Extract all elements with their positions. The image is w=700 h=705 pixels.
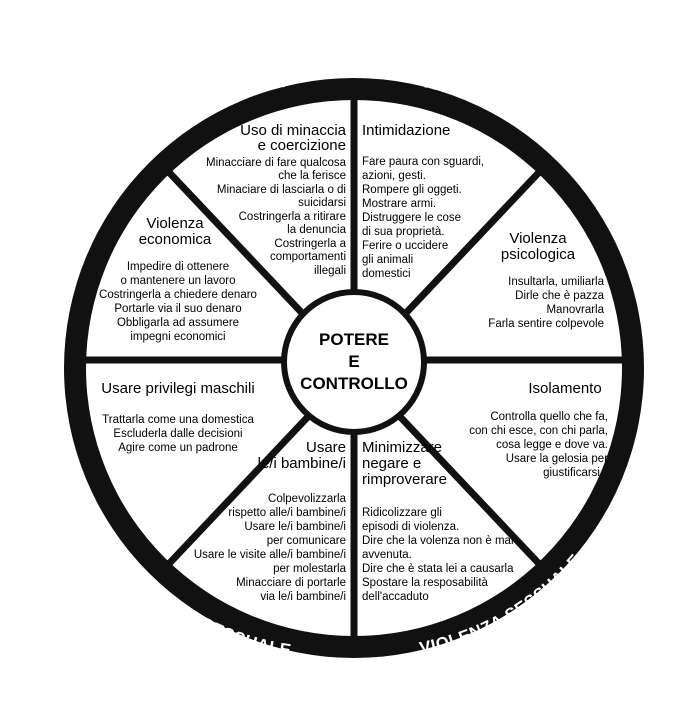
segment-item: Agire come un padrone	[118, 442, 238, 454]
segment-item: per comunicare	[267, 535, 346, 547]
segment-item: Impedire di ottenere	[127, 261, 229, 273]
segment-title-line: economica	[139, 231, 212, 248]
segment-item: illegali	[314, 265, 346, 277]
segment-title-line: negare e	[362, 455, 421, 472]
segment-item: Fare paura con sguardi,	[362, 156, 484, 168]
segment-item: rispetto alle/i bambine/i	[228, 507, 346, 519]
segment-item: Distruggere le cose	[362, 212, 461, 224]
segment-item: comportamenti	[270, 251, 346, 263]
segment-item: suicidarsi	[298, 197, 346, 209]
segment-item: avvenuta.	[362, 549, 412, 561]
segment-item: cosa legge e dove va.	[496, 439, 608, 451]
segment-title-line: Uso di minaccia	[240, 122, 347, 139]
segment-item: Portarle via il suo denaro	[114, 303, 241, 315]
segment-item: Manovrarla	[546, 304, 604, 316]
segment-item: Rompere gli oggeti.	[362, 184, 462, 196]
segment-item: Dirle che è pazza	[515, 290, 604, 302]
segment-title-line: e coercizione	[258, 137, 346, 154]
segment-item: Spostare la resposabilità	[362, 577, 489, 589]
segment-item: Farla sentire colpevole	[488, 318, 604, 330]
segment-item: Costringerla a ritirare	[239, 211, 346, 223]
segment-item: domestici	[362, 268, 411, 280]
center-line-1: POTERE	[319, 330, 389, 349]
hub	[281, 289, 427, 435]
center-line-3: CONTROLLO	[300, 374, 408, 393]
segment-item: azioni, gesti.	[362, 170, 426, 182]
segment-item: o mantenere un lavoro	[120, 275, 235, 287]
segment-title-line: Isolamento	[528, 380, 601, 397]
segment-title-line: psicologica	[501, 246, 576, 263]
segment-item: dell'accaduto	[362, 591, 429, 603]
segment-title-line: le/i bambine/i	[258, 455, 346, 472]
segment-economica: Violenza economica Impedire di ottenere …	[99, 215, 257, 343]
segment-intimidazione: Intimidazione Fare paura con sguardi, az…	[362, 122, 484, 280]
segment-item: per molestarla	[273, 563, 346, 575]
segment-item: Dire che è stata lei a causarla	[362, 563, 514, 575]
segment-item: Costringerla a	[274, 238, 346, 250]
segment-item: Minaciare di lasciarla o di	[217, 184, 346, 196]
segment-title-line: Intimidazione	[362, 122, 450, 139]
segment-item: episodi di violenza.	[362, 521, 459, 533]
segment-item: che la ferisce	[278, 170, 346, 182]
segment-item: Ferire o uccidere	[362, 240, 448, 252]
segment-isolamento: Isolamento Controlla quello che fa, con …	[469, 380, 608, 479]
segment-item: Mostrare armi.	[362, 198, 436, 210]
segment-item: Controlla quello che fa,	[490, 411, 608, 423]
segment-item: via le/i bambine/i	[260, 591, 346, 603]
segment-privilegi: Usare privilegi maschili Trattarla come …	[101, 380, 254, 454]
segment-item: la denuncia	[287, 224, 346, 236]
segment-item: Minacciare di portarle	[236, 577, 346, 589]
segment-item: Minacciare di fare qualcosa	[206, 157, 347, 169]
segment-item: Dire che la volenza non è mai	[362, 535, 514, 547]
segment-title-line: Usare	[306, 439, 346, 456]
center-line-2: E	[348, 352, 359, 371]
segment-item: Usare la gelosia per	[506, 453, 608, 465]
segment-item: Trattarla come una domestica	[102, 414, 254, 426]
segment-item: Obbligarla ad assumere	[117, 317, 239, 329]
segment-item: Usare le/i bambine/i	[244, 521, 346, 533]
segment-item: Usare le visite alle/i bambine/i	[194, 549, 346, 561]
segment-item: gli animali	[362, 254, 413, 266]
segment-title-line: Violenza	[509, 230, 567, 247]
segment-minaccia: Uso di minaccia e coercizione Minacciare…	[206, 122, 347, 277]
segment-item: Costringerla a chiedere denaro	[99, 289, 257, 301]
segment-title-line: Minimizzare	[362, 439, 442, 456]
segment-minimizzare: Minimizzare negare e rimproverare Ridico…	[362, 439, 514, 603]
segment-title-line: rimproverare	[362, 471, 447, 488]
segment-item: di sua proprietà.	[362, 226, 444, 238]
segment-item: Ridicolizzare gli	[362, 507, 442, 519]
segment-item: Colpevolizzarla	[268, 493, 347, 505]
segment-bambini: Usare le/i bambine/i Colpevolizzarla ris…	[194, 439, 347, 603]
segment-psicologica: Violenza psicologica Insultarla, umiliar…	[488, 230, 604, 330]
segment-title-line: Violenza	[146, 215, 204, 232]
segment-item: giustificarsi	[543, 467, 600, 479]
segment-title-line: Usare privilegi maschili	[101, 380, 254, 397]
segment-item: impegni economici	[130, 331, 225, 343]
segment-item: Insultarla, umiliarla	[508, 276, 604, 288]
segment-item: Escluderla dalle decisioni	[113, 428, 242, 440]
segment-item: con chi esce, con chi parla,	[469, 425, 608, 437]
